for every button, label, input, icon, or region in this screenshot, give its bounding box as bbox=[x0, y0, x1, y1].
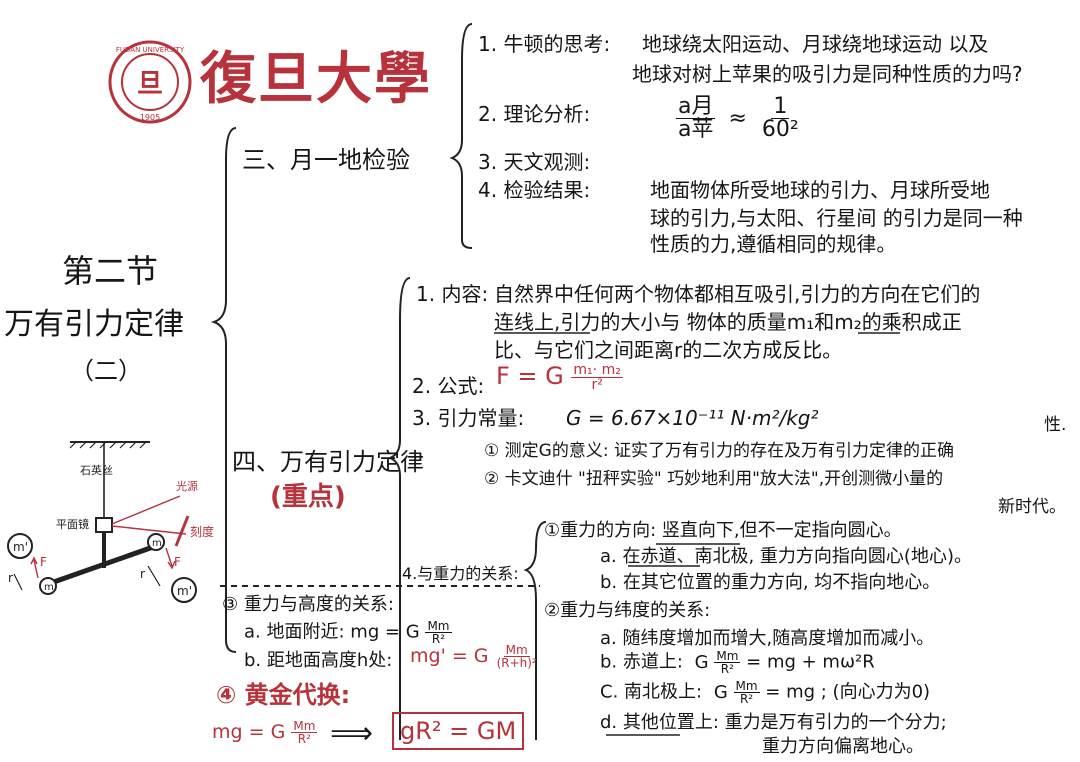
s4-gravity-p2-title: ②重力与纬度的关系: bbox=[544, 600, 711, 621]
s4-gravity-p2-d1: d. 其他位置上: 重力是万有引力的一个分力; bbox=[600, 712, 947, 733]
s4-gravity-p2-d2: 重力方向偏离地心。 bbox=[762, 736, 924, 757]
s4-formula-label: 2. 公式: bbox=[412, 374, 485, 398]
s4-content-line3: 比、与它们之间距离r的二次方成反比。 bbox=[494, 338, 843, 362]
dist-label-left: r bbox=[8, 571, 13, 585]
s4-gravity-p1-title: ①重力的方向: 竖直向下,但不一定指向圆心。 bbox=[544, 520, 902, 541]
s3-item4-label: 4. 检验结果: bbox=[478, 178, 591, 202]
s4-constant-note1: ① 测定G的意义: 证实了万有引力的存在及万有引力定律的正确 bbox=[484, 441, 954, 461]
seal-year-text: 1905 bbox=[140, 113, 160, 122]
s4-gravity-p2-a: a. 随纬度增加而增大,随高度增加而减小。 bbox=[600, 628, 935, 649]
section4-title: 四、万有引力定律 bbox=[232, 448, 424, 476]
chapter-line3: （二） bbox=[70, 357, 142, 385]
s3-item4-line2: 球的引力,与太阳、行星间 的引力是同一种 bbox=[650, 206, 1023, 230]
s4-content-label: 1. 内容: bbox=[416, 282, 489, 306]
s4-golden-title: ④ 黄金代换: bbox=[216, 681, 351, 709]
s4-gravity-p1-b: b. 在其它位置的重力方向, 均不指向地心。 bbox=[600, 572, 941, 593]
s4-content-line1: 自然界中任何两个物体都相互吸引,引力的方向在它们的 bbox=[494, 282, 981, 306]
university-name: 復旦大學 bbox=[200, 46, 432, 112]
chapter-line1: 第二节 bbox=[62, 252, 159, 290]
s4-height-b-formula: mg' = G Mm(R+h)² bbox=[410, 643, 537, 670]
label-light: 光源 bbox=[176, 479, 198, 493]
mass-small-right: m bbox=[152, 538, 162, 549]
s4-constant-note2: ② 卡文迪什 "扭秤实验" 巧妙地利用"放大法",开创测微小量的 bbox=[484, 469, 944, 489]
mass-small-left: m bbox=[44, 582, 54, 593]
s3-item4-line3: 性质的力,遵循相同的规律。 bbox=[650, 232, 897, 256]
s4-content-line2: 连线上,引力的大小与 物体的质量m₁和m₂的乘积成正 bbox=[494, 310, 962, 334]
mass-big-left: m' bbox=[13, 540, 28, 554]
s4-constant-note1-tail: 性. bbox=[1044, 415, 1067, 435]
force-label-right: F bbox=[174, 555, 181, 569]
s3-item1-line2: 地球对树上苹果的吸引力是同种性质的力吗? bbox=[632, 62, 1023, 86]
s4-gravity-label: 4.与重力的关系: bbox=[402, 564, 519, 583]
s4-constant-label: 3. 引力常量: bbox=[412, 406, 525, 430]
s4-constant-value: G = 6.67×10⁻¹¹ N·m²/kg² bbox=[566, 406, 819, 430]
s3-item3-label: 3. 天文观测: bbox=[478, 150, 591, 174]
section3-title: 三、月一地检验 bbox=[242, 146, 410, 174]
mass-big-right: m' bbox=[177, 584, 192, 598]
label-wire: 石英丝 bbox=[80, 463, 113, 477]
svg-text:FUDAN UNIVERSITY: FUDAN UNIVERSITY bbox=[116, 46, 185, 54]
force-label-left: F bbox=[40, 555, 47, 569]
s3-item2-label: 2. 理论分析: bbox=[478, 102, 591, 126]
s4-height-b-label: b. 距地面高度h处: bbox=[244, 650, 393, 671]
dist-label-right: r bbox=[140, 567, 145, 581]
s3-item1-label: 1. 牛顿的思考: bbox=[478, 32, 611, 56]
s3-item4-line1: 地面物体所受地球的引力、月球所受地 bbox=[650, 178, 990, 202]
s4-constant-note2-tail: 新时代。 bbox=[998, 497, 1066, 517]
label-mirror: 平面镜 bbox=[56, 517, 89, 531]
svg-text:旦: 旦 bbox=[137, 69, 163, 99]
label-scale: 刻度 bbox=[190, 524, 214, 539]
s4-golden-arrow: ⟹ bbox=[330, 716, 374, 751]
s3-item1-line1: 地球绕太阳运动、月球绕地球运动 以及 bbox=[642, 32, 989, 56]
section4-subtitle: (重点) bbox=[270, 482, 346, 512]
s4-golden-result: gR² = GM bbox=[392, 712, 525, 750]
university-seal: 旦 1905 FUDAN UNIVERSITY bbox=[108, 40, 192, 124]
s4-height-title: ③ 重力与高度的关系: bbox=[222, 594, 394, 615]
chapter-line2: 万有引力定律 bbox=[4, 307, 184, 342]
s4-gravity-p1-a: a. 在赤道、南北极, 重力方向指向圆心(地心)。 bbox=[600, 546, 972, 567]
